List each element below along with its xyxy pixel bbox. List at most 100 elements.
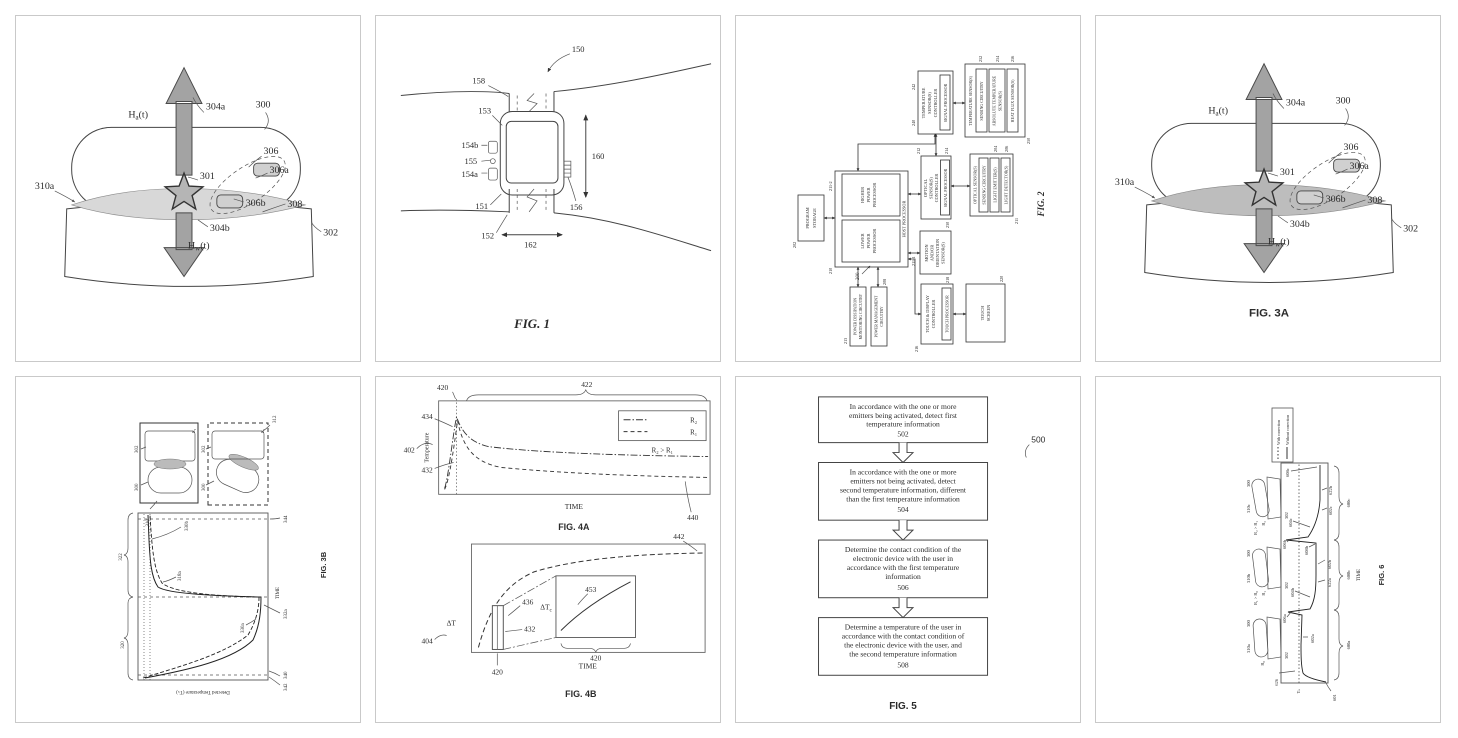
fig4a-legend: R₂ R₁ [618, 410, 707, 442]
ref-434: 434 [422, 412, 433, 421]
fig2-caption: FIG. 2 [1036, 191, 1046, 218]
fig1-labels: 150 158 153 154b 155 154a 151 156 152 16… [462, 44, 605, 250]
fig3a-thumb-drawing: Ha(t) 304a 300 306 306a 301 306b 310a 30… [35, 66, 338, 287]
ref-216: 216 [914, 345, 919, 351]
panel-fig1[interactable]: 150 158 153 154b 155 154a 151 156 152 16… [375, 15, 721, 362]
svg-text:than the first temperature inf: than the first temperature information [846, 494, 960, 503]
ref-602a: 602a [1310, 634, 1315, 643]
svg-text:OPTICAL SENSOR(S): OPTICAL SENSOR(S) [973, 165, 978, 204]
ref-312: 312 [273, 415, 278, 423]
strap-break-marks [526, 93, 538, 213]
axis-time: TIME [276, 586, 281, 598]
svg-text:SENSOR(S): SENSOR(S) [941, 241, 946, 263]
brace-320 [123, 596, 134, 680]
fig4b-labels: 442 436 ΔT 404 432 420 453 ΔTc 420 TIME [422, 532, 685, 676]
svg-text:SENSOR(S): SENSOR(S) [929, 176, 934, 198]
svg-text:CONTROLLER: CONTROLLER [933, 88, 938, 117]
svg-text:PROGRAM: PROGRAM [805, 207, 810, 228]
svg-text:Determine the contact conditio: Determine the contact condition of the [845, 545, 962, 554]
fig3b-drawing: 320 322 318a 330b 330a 332a 342 340 344 … [119, 415, 328, 694]
fig3b-caption: FIG. 3B [319, 551, 328, 578]
ref-306b: 306b [246, 198, 266, 209]
legend-rel: R₂ > R₁ [652, 447, 673, 455]
fig3b-rotated-wrap: 320 322 318a 330b 330a 332a 342 340 344 … [38, 385, 338, 715]
panel-fig3a[interactable]: Ha(t) 304a 300 306 306a 301 306b 310a 30… [1095, 15, 1441, 362]
ref-420b: 420 [590, 653, 601, 662]
svg-text:POWER: POWER [866, 187, 871, 202]
ref-302: 302 [1403, 224, 1418, 235]
svg-text:LOWER: LOWER [860, 233, 865, 248]
panel-fig3a-thumb[interactable]: Ha(t) 304a 300 306 306a 301 306b 310a 30… [15, 15, 361, 362]
ref-622b: 622b [1328, 485, 1333, 495]
inset-310b [1252, 546, 1282, 589]
ref-608c: 608c [1285, 468, 1290, 477]
curve-436 [477, 552, 704, 648]
ref-330a: 330a [241, 622, 246, 633]
svg-text:MONITORING CIRCUITRY: MONITORING CIRCUITRY [859, 293, 863, 339]
ref-304a: 304a [206, 101, 226, 112]
axis-time-f6: TIME [1357, 568, 1362, 580]
ref-202: 202 [792, 241, 797, 247]
ref-151: 151 [475, 201, 488, 211]
svg-text:SENSING CIRCUITRY: SENSING CIRCUITRY [982, 165, 987, 204]
sensor-306a [1333, 158, 1360, 173]
panel-fig5[interactable]: In accordance with the one or more emitt… [735, 376, 1081, 723]
watch-screen [505, 120, 559, 184]
ref-310a: 310a [35, 181, 55, 192]
ref-404: 404 [422, 636, 433, 645]
fig2-refs: 202 210 211-2 211-1 240 242 252 254 256 … [792, 54, 1031, 351]
fig6-legend: With correction Without correction [1271, 407, 1294, 462]
axis-temperature: Detected Temperature (Tₛ) [176, 689, 230, 694]
ref-306a: 306a [1350, 161, 1370, 172]
ref-342: 342 [284, 683, 289, 691]
ref-440: 440 [687, 513, 698, 522]
brace-422 [466, 388, 708, 401]
strap-edges [508, 91, 555, 213]
ref-256: 256 [1010, 55, 1015, 61]
legend-with: With correction [1276, 419, 1281, 444]
ref-310a: 310a [1115, 177, 1135, 188]
panel-fig3b[interactable]: 320 322 318a 330b 330a 332a 342 340 344 … [15, 376, 361, 723]
ref-344: 344 [284, 515, 289, 523]
fig5-caption: FIG. 5 [889, 701, 917, 712]
ref-300-c: 300 [1246, 479, 1251, 487]
button-155 [489, 158, 496, 164]
ref-211-1: 211-1 [911, 256, 916, 266]
flow-arrow-3 [891, 597, 915, 619]
svg-text:POWER DISSIPATION: POWER DISSIPATION [854, 297, 858, 334]
fig5-flowchart: In accordance with the one or more emitt… [818, 396, 989, 676]
svg-text:POWER: POWER [866, 233, 871, 248]
svg-text:OPTICAL: OPTICAL [923, 178, 928, 197]
ref-306: 306 [1344, 142, 1359, 153]
heat-arrow-down [163, 212, 205, 278]
panel-fig6[interactable]: With correction Without correction 310a … [1095, 376, 1441, 723]
crown [563, 160, 572, 178]
svg-text:POWER MANAGEMENT: POWER MANAGEMENT [875, 294, 879, 336]
fig3a-labels: Ha(t) 304a 300 306 306a 301 306b 310a 30… [1115, 95, 1418, 248]
ref-300a: 300 [135, 483, 140, 491]
svg-text:HIGHER: HIGHER [860, 186, 865, 202]
ref-626: 626 [1274, 678, 1279, 686]
brace-600a [1333, 609, 1344, 680]
flow-arrow-1 [891, 442, 915, 464]
ref-300: 300 [256, 99, 271, 110]
ref-301: 301 [1280, 167, 1295, 178]
ref-204: 204 [993, 144, 998, 151]
ref-604c: 604c [1288, 518, 1293, 527]
ref-150: 150 [572, 44, 585, 54]
label-ha: Ha(t) [128, 109, 148, 121]
fig4a: R₂ R₁ R₂ > R₁ 420 422 434 402 432 TIME 4… [404, 380, 711, 532]
svg-text:Determine a temperature of the: Determine a temperature of the user in [845, 623, 962, 632]
ref-302b: 302 [202, 445, 207, 453]
label-r2-f6: R₂ [1261, 520, 1266, 525]
panel-fig4[interactable]: R₂ R₁ R₂ > R₁ 420 422 434 402 432 TIME 4… [375, 376, 721, 723]
ref-218: 218 [945, 276, 950, 282]
legend-r1: R₁ [690, 429, 697, 437]
curve-r2 [444, 415, 709, 489]
svg-text:the second temperature informa: the second temperature information [849, 649, 957, 658]
watch-body [499, 110, 565, 196]
